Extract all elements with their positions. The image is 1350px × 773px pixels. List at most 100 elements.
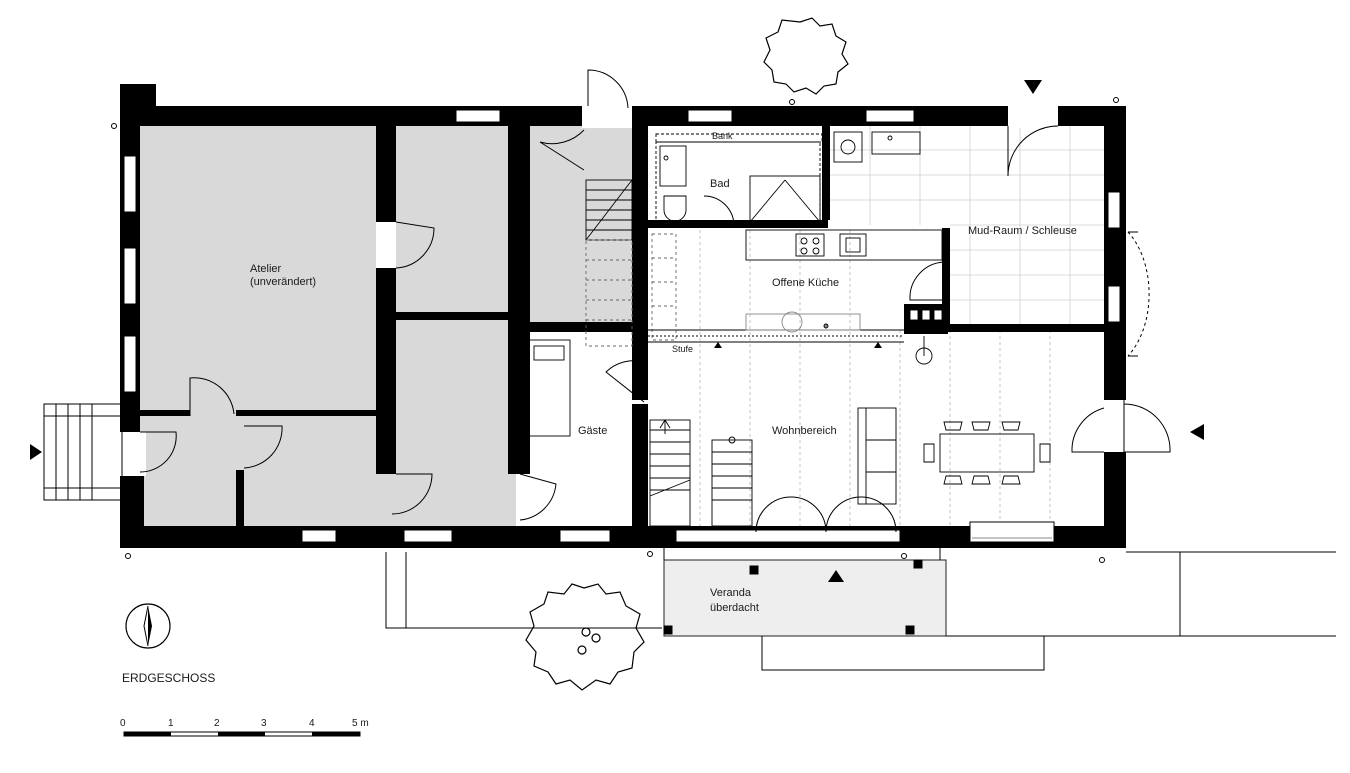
scale-tick-4: 4 xyxy=(309,718,315,729)
washing-machine xyxy=(833,131,863,163)
kitchen-island xyxy=(745,313,861,331)
wall-atelier-low-vert xyxy=(236,470,244,526)
door-terrace-2 xyxy=(825,496,897,533)
veranda-steps xyxy=(761,636,1045,671)
bathtub xyxy=(659,145,687,187)
door-corridor xyxy=(243,425,283,469)
chimney-block xyxy=(120,84,156,108)
wall-top-left xyxy=(120,106,582,126)
wall-right-upper xyxy=(1104,106,1126,400)
label-atelier: Atelier xyxy=(250,263,282,275)
stair-arrow xyxy=(659,419,671,434)
scale-tick-3: 3 xyxy=(261,718,267,729)
window-right-2 xyxy=(1107,285,1121,323)
stair-upper-hidden xyxy=(585,239,633,347)
door-atelier-low xyxy=(189,377,235,416)
entry-steps xyxy=(43,403,123,501)
door-mud xyxy=(1007,125,1059,177)
kitchen-counter xyxy=(745,229,943,261)
door-right xyxy=(1123,400,1171,453)
label-mud-raum: Mud-Raum / Schleuse xyxy=(968,225,1077,237)
wall-bad-right xyxy=(822,126,830,220)
entrance-top-icon xyxy=(1024,80,1042,94)
window-top-1 xyxy=(455,109,501,123)
door-stair-hall xyxy=(539,129,585,171)
label-gaeste: Gäste xyxy=(578,425,607,437)
entrance-right-icon xyxy=(1190,424,1204,440)
wall-atelier-center-2 xyxy=(376,268,396,474)
wall-atelier-center xyxy=(376,126,396,222)
outside xyxy=(43,97,1336,671)
tree-bottom-icon xyxy=(525,583,645,691)
guest-bed xyxy=(527,339,571,437)
utility-sink xyxy=(871,131,921,155)
stair-lower-left xyxy=(649,419,691,527)
door-entry-top xyxy=(587,69,629,109)
wall-center-right xyxy=(508,126,530,474)
kitchen-sink xyxy=(839,233,867,257)
shower xyxy=(749,175,821,223)
door-atelier xyxy=(395,221,435,269)
scale-tick-1: 1 xyxy=(168,718,174,729)
wall-left-lower xyxy=(120,476,144,548)
label-bank: Bank xyxy=(712,131,733,141)
stair-hall-fill xyxy=(530,126,636,322)
label-stufe: Stufe xyxy=(672,344,693,354)
scale-tick-5: 5 m xyxy=(352,718,369,729)
door-right-2 xyxy=(1071,407,1105,453)
fixtures xyxy=(527,131,1052,539)
entrance-left-icon xyxy=(30,444,42,460)
door-kitchen xyxy=(909,261,945,301)
kitchen-floor-hatch xyxy=(699,230,1051,540)
terrace-outline-left xyxy=(385,552,662,629)
door-gap-mud xyxy=(1008,104,1058,128)
windows xyxy=(123,109,1121,543)
bank-bench xyxy=(655,133,823,143)
room-center-upper-fill xyxy=(396,126,518,312)
step-marker-2-icon xyxy=(874,342,882,348)
stairs xyxy=(585,179,753,527)
window-top-2 xyxy=(687,109,733,123)
window-bottom-2 xyxy=(403,529,453,543)
label-veranda: Veranda xyxy=(710,587,752,599)
door-center-low xyxy=(391,473,433,515)
atelier-fill xyxy=(140,126,376,410)
label-offene-kueche: Offene Küche xyxy=(772,277,839,289)
dining-table xyxy=(939,433,1035,473)
wall-mud-bottom xyxy=(942,324,1104,332)
label-atelier-sub: (unverändert) xyxy=(250,276,316,288)
door-gaeste-2 xyxy=(605,360,645,403)
wall-stair-left xyxy=(632,126,648,400)
room-labels: Atelier (unverändert) Bank Bad Mud-Raum … xyxy=(122,131,1077,685)
label-wohnbereich: Wohnbereich xyxy=(772,425,837,437)
scale-tick-0: 0 xyxy=(120,718,126,729)
bad-room-outline xyxy=(655,141,821,225)
tree-top-icon xyxy=(763,17,849,95)
door-gap-left xyxy=(118,432,146,476)
window-left-2 xyxy=(123,247,137,305)
plan-title: ERDGESCHOSS xyxy=(122,671,215,685)
sofa xyxy=(857,407,897,505)
window-left-3 xyxy=(123,335,137,393)
window-bottom-5 xyxy=(969,521,1055,543)
label-veranda-sub: überdacht xyxy=(710,602,759,614)
wall-gaeste-top xyxy=(520,322,646,332)
north-arrow-icon xyxy=(125,603,171,649)
window-right-1 xyxy=(1107,191,1121,229)
window-bottom-4 xyxy=(675,529,901,543)
window-left-1 xyxy=(123,155,137,213)
door-terrace-1 xyxy=(755,496,827,533)
cooktop xyxy=(795,233,825,257)
step-marker-1-icon xyxy=(714,342,722,348)
room-center-lower-fill xyxy=(396,320,508,526)
wall-atelier-mid xyxy=(140,410,190,416)
window-bottom-1 xyxy=(301,529,337,543)
veranda-fill xyxy=(663,559,947,637)
label-bad: Bad xyxy=(710,178,730,190)
door-bad xyxy=(703,195,735,227)
stair-lower-right xyxy=(711,439,753,527)
wall-center-horizontal xyxy=(396,312,520,320)
dining-chairs xyxy=(923,421,1051,485)
wall-kitchen-right xyxy=(942,228,950,330)
